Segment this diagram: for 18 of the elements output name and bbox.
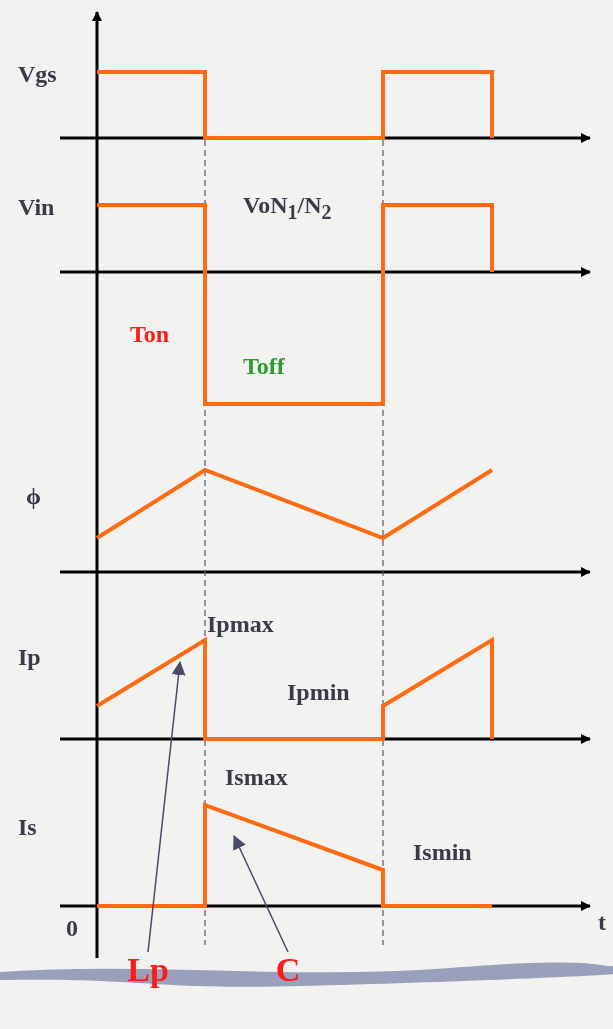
axis-label: Is xyxy=(18,815,37,839)
axis-label: ϕ xyxy=(26,484,41,508)
component-label: Lp xyxy=(126,952,170,988)
axis-label: Toff xyxy=(243,354,285,378)
axis-label: Ipmax xyxy=(207,612,274,636)
axis-label: Ismax xyxy=(225,765,288,789)
leader-line xyxy=(147,661,186,953)
axis-label: Vin xyxy=(18,195,55,219)
axis-label: t xyxy=(598,910,606,934)
axis-label: Ton xyxy=(130,322,170,346)
axis-label: VoN$_{1}$/N$_{2}$ xyxy=(243,193,332,222)
leader-line xyxy=(233,835,289,953)
axis-label: Ipmin xyxy=(287,680,350,704)
axis-label: 0 xyxy=(66,916,78,940)
axis-label: Ismin xyxy=(413,840,472,864)
component-label: C xyxy=(270,952,306,988)
axis-label: Vgs xyxy=(18,62,57,86)
axis-label: Ip xyxy=(18,645,41,669)
